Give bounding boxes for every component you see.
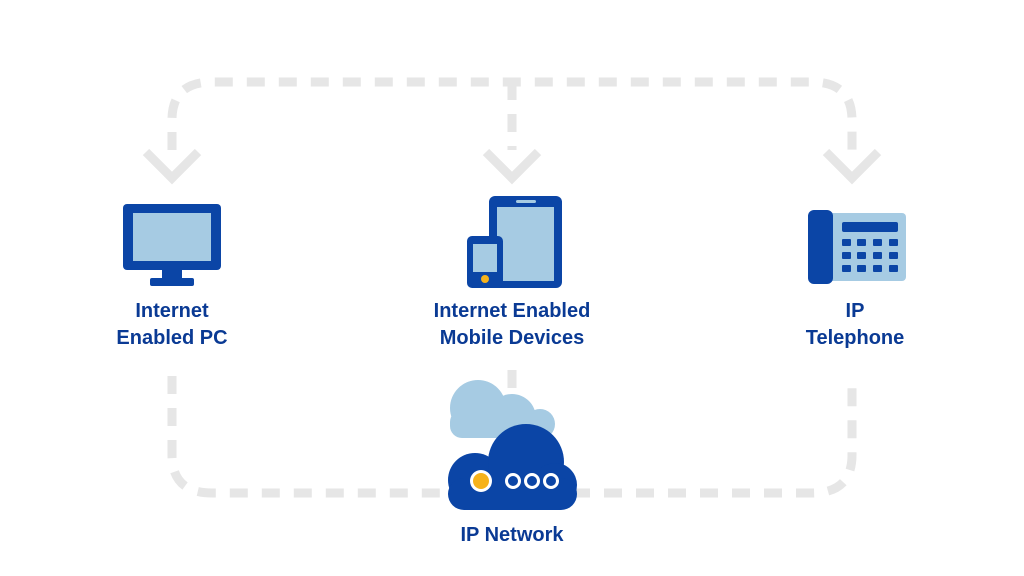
connector-bottom <box>167 370 857 498</box>
connector-top <box>167 77 857 150</box>
label-mobile-line2: Mobile Devices <box>439 327 585 349</box>
arrow-down-icon <box>142 148 202 185</box>
label-pc-line1: Internet <box>135 300 209 322</box>
arrow-down-icon <box>482 148 542 185</box>
label-network-text: IP Network <box>460 524 564 546</box>
cloud-network-icon <box>448 380 577 510</box>
label-mobile: Internet Enabled Mobile Devices <box>392 298 632 352</box>
label-phone: IP Telephone <box>735 298 975 352</box>
label-pc-line2: Enabled PC <box>116 327 228 349</box>
monitor-icon <box>123 204 221 286</box>
label-pc: Internet Enabled PC <box>52 298 292 352</box>
label-phone-line1: IP <box>845 300 865 322</box>
connector-arrows <box>142 148 882 185</box>
arrow-down-icon <box>822 148 882 185</box>
desk-phone-icon <box>808 210 906 284</box>
label-mobile-line1: Internet Enabled <box>433 300 591 322</box>
label-phone-line2: Telephone <box>805 327 905 349</box>
tablet-phone-icon <box>467 196 562 288</box>
label-network: IP Network <box>392 522 632 549</box>
